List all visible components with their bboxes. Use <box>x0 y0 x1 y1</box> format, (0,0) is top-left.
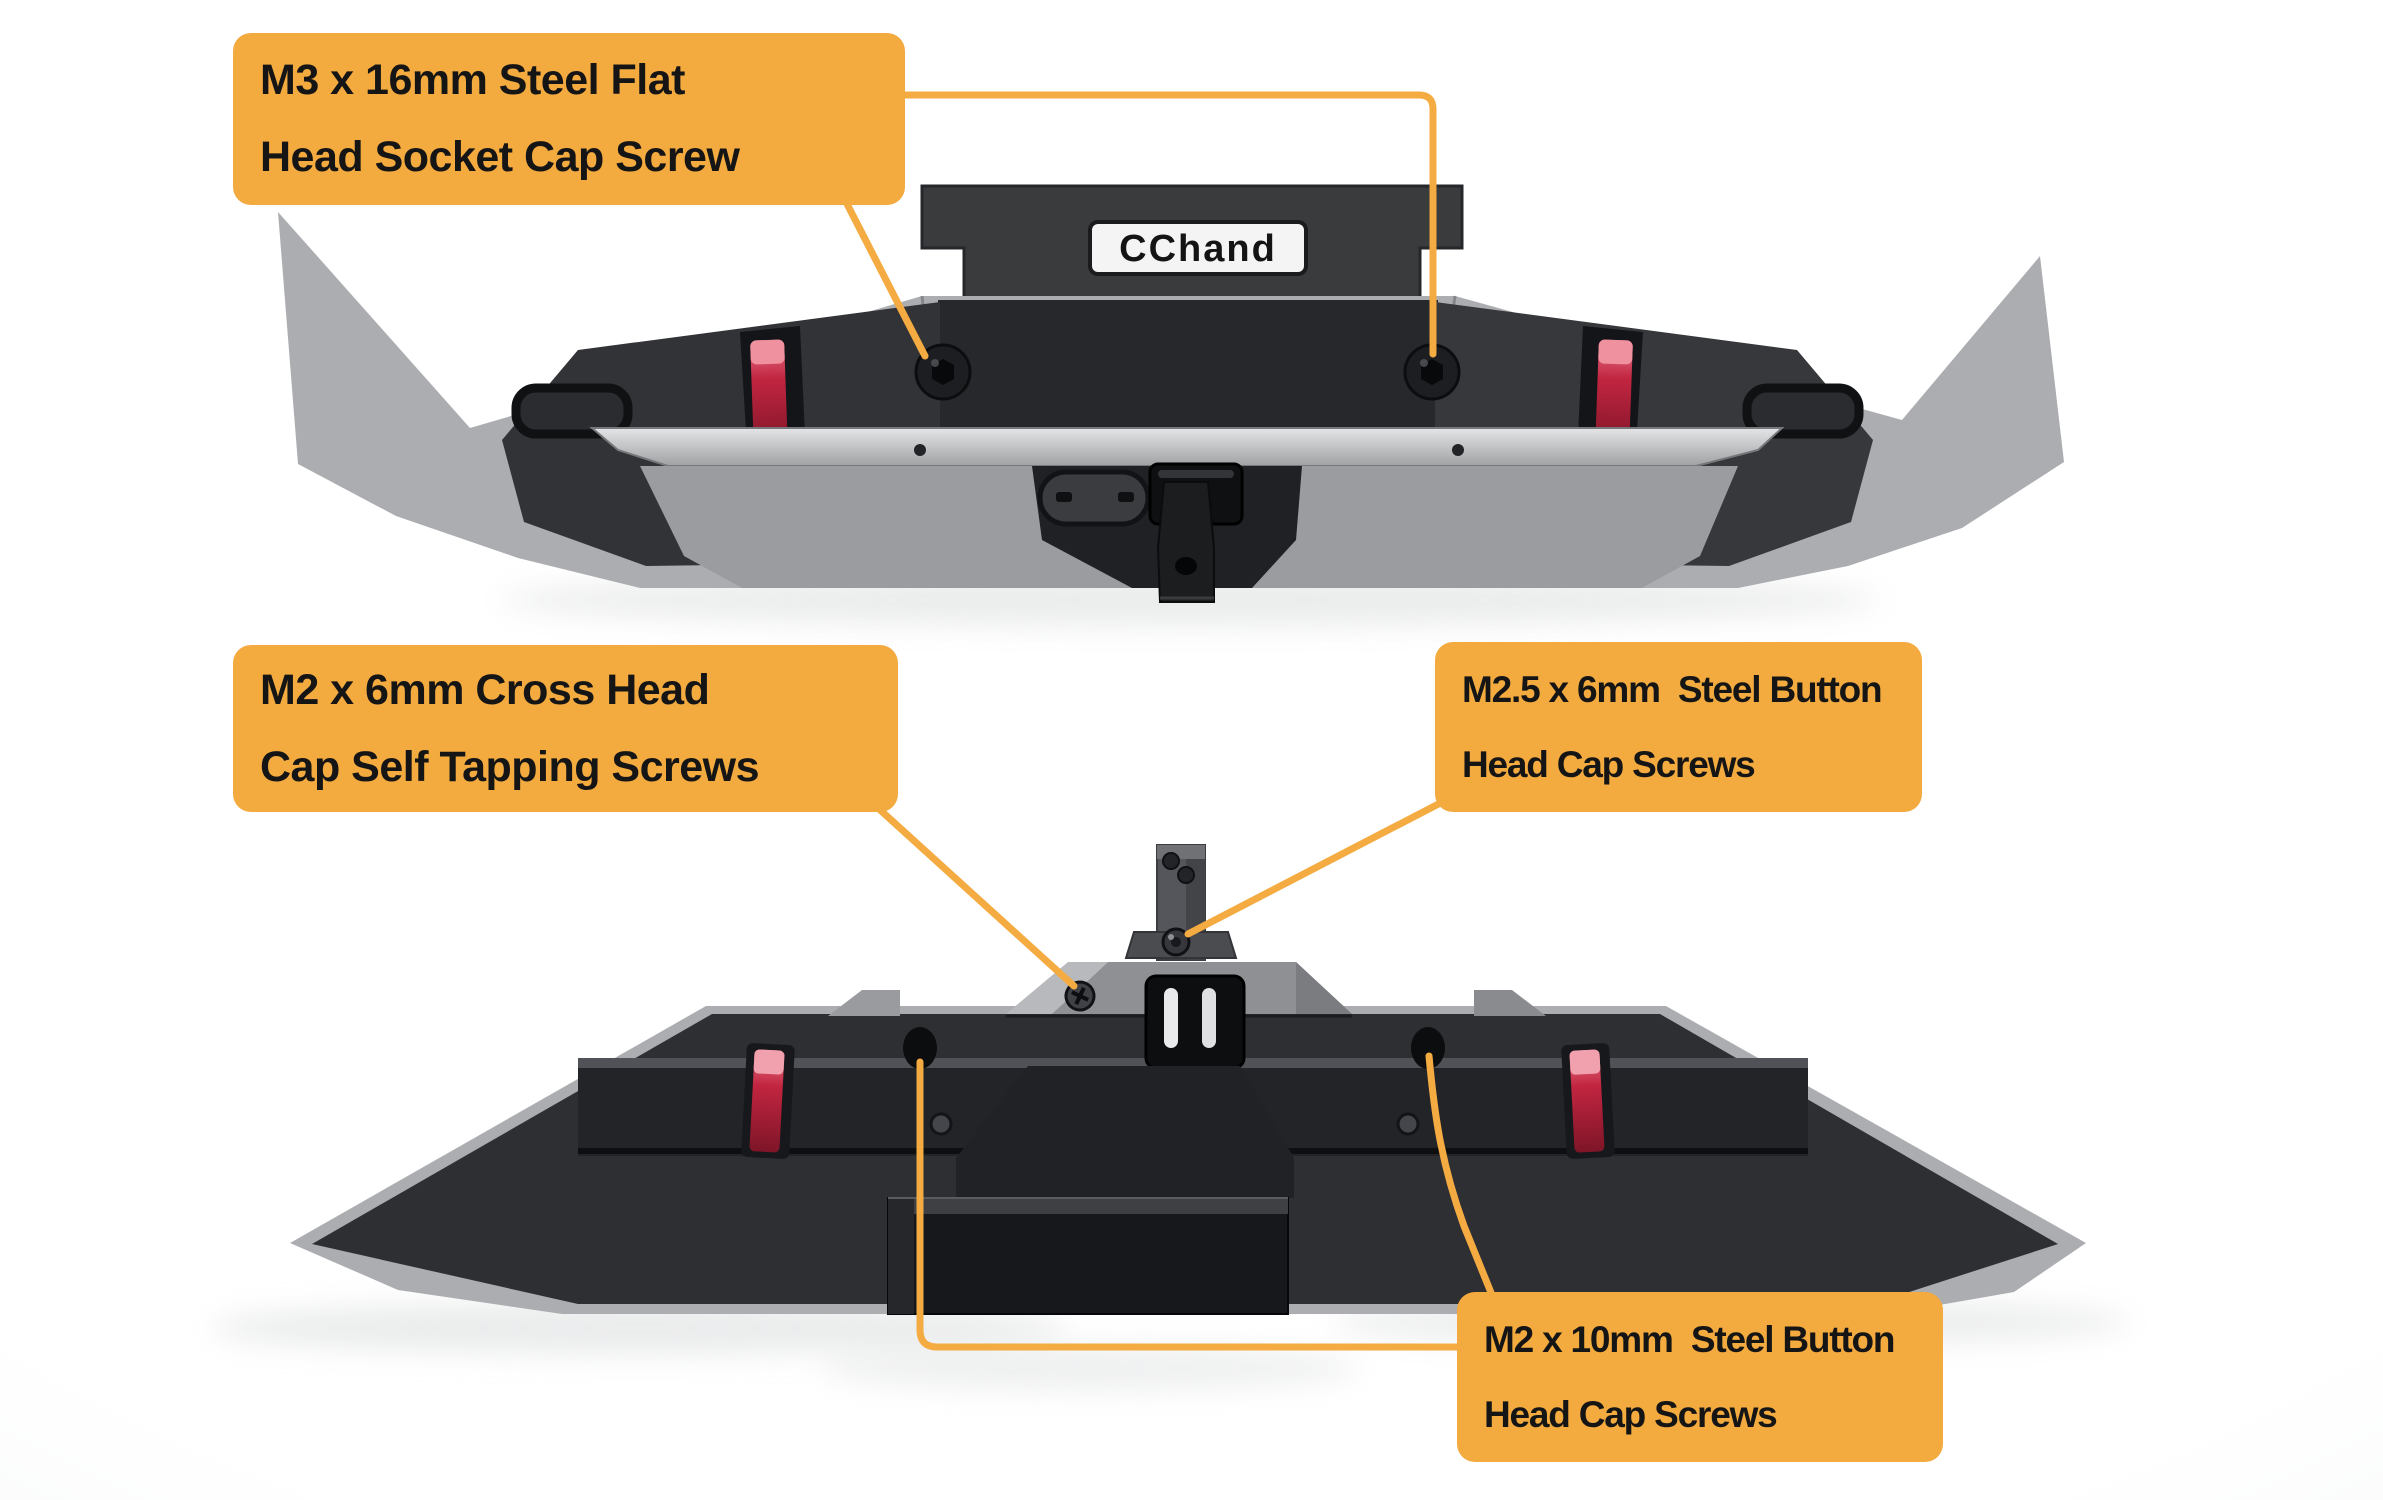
m2x10-hole-left <box>903 1027 937 1069</box>
skid-strip <box>589 427 1785 467</box>
marker-light-left <box>741 1043 795 1159</box>
strip-screw-left <box>914 444 926 456</box>
rail-screw-left <box>929 1112 953 1136</box>
rail-screw-right <box>1396 1112 1420 1136</box>
brand-logo-text: CChand <box>1119 228 1277 270</box>
receiver-bracket-right <box>1202 988 1216 1048</box>
callout-line: Head Cap Screws <box>1462 744 1756 785</box>
ground-shadow-left <box>210 1302 1070 1354</box>
wiring-plate <box>1037 469 1151 527</box>
hump-left-slope <box>1006 962 1108 1014</box>
rear-bumper-top-view: CChand <box>278 184 2064 626</box>
callout-line: Head Cap Screws <box>1484 1394 1778 1435</box>
receiver-bracket-left <box>1164 988 1178 1048</box>
leader-m2x10-left <box>916 1058 1464 1351</box>
callout-line: M3 x 16mm Steel Flat <box>260 56 685 104</box>
callout-m2x10-screw: M2 x 10mm Steel Button Head Cap Screws <box>1457 1292 1943 1462</box>
leader-m2x10-right <box>1425 1052 1498 1304</box>
callout-line: Head Socket Cap Screw <box>260 133 740 181</box>
tow-slot-right <box>1742 383 1864 439</box>
callout-line: M2 x 6mm Cross Head <box>260 665 710 714</box>
marker-light-right <box>1561 1043 1615 1159</box>
strip-screw-right <box>1452 444 1464 456</box>
wiring-slot-left <box>1056 492 1072 502</box>
leader-m3-right <box>899 91 1437 358</box>
wiring-slot-right <box>1118 492 1134 502</box>
tow-slot-left <box>511 383 633 439</box>
leader-m2x6 <box>874 804 1078 990</box>
hitch-shank <box>1156 481 1215 603</box>
rear-bumper-bottom-view <box>210 844 2130 1390</box>
leader-m3-left <box>841 196 929 360</box>
callout-line: M2.5 x 6mm Steel Button <box>1462 669 1883 710</box>
hitch-pin-hole <box>1175 557 1197 575</box>
step-right <box>1474 990 1546 1016</box>
leader-m25x6 <box>1184 794 1454 938</box>
hump-right-slope <box>1296 962 1352 1014</box>
callout-line: M2 x 10mm Steel Button <box>1484 1319 1896 1360</box>
callout-m3x16-screw: M3 x 16mm Steel Flat Head Socket Cap Scr… <box>233 33 905 205</box>
leader-lines <box>841 91 1498 1351</box>
callout-m25x6-screw: M2.5 x 6mm Steel Button Head Cap Screws <box>1435 642 1922 812</box>
cchand-logo-plate <box>1088 220 1308 276</box>
hitch-receiver-opening <box>1144 974 1246 1070</box>
crossbar <box>887 1197 1289 1315</box>
receiver-highlight <box>1158 470 1234 478</box>
hitch-mount-plate <box>956 1066 1294 1198</box>
m2_5-button-screw <box>1161 927 1191 957</box>
callout-m2x6-screw: M2 x 6mm Cross Head Cap Self Tapping Scr… <box>233 645 898 812</box>
step-left <box>828 990 900 1016</box>
m3-screw-left <box>914 343 972 401</box>
ground-shadow-center <box>820 1346 1360 1390</box>
m2x10-hole-right <box>1411 1027 1445 1069</box>
callout-line: Cap Self Tapping Screws <box>260 742 760 791</box>
